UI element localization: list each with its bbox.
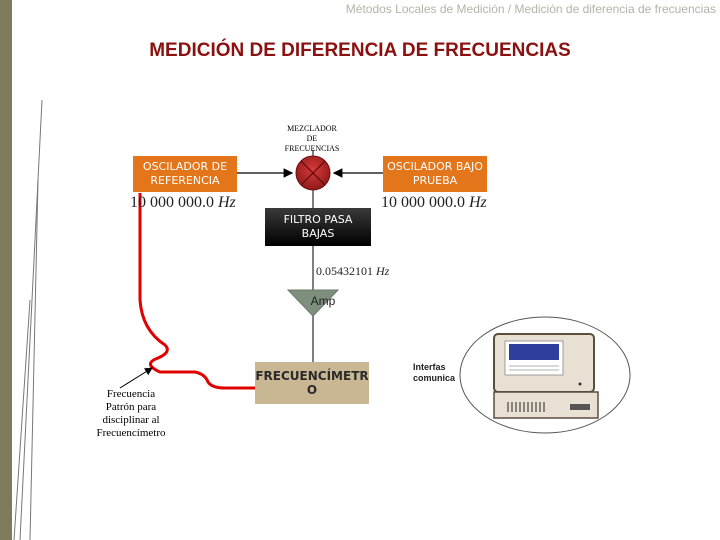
decorative-lines: [13, 99, 43, 540]
mixer-symbol: [295, 155, 331, 191]
note-line4: Frecuencímetro: [96, 427, 166, 439]
header-breadcrumb: Métodos Locales de Medición / Medición d…: [345, 2, 716, 16]
note-line1: Frecuencia: [106, 388, 156, 400]
test-freq-unit: Hz: [469, 194, 487, 211]
test-osc-line1: OSCILADOR BAJO: [387, 160, 483, 173]
filter-out-unit: Hz: [376, 264, 390, 278]
amplifier-label: Amp: [310, 294, 336, 308]
test-freq-value: 10 000 000.0: [381, 194, 465, 211]
counter-line1: FRECUENCÍMETR: [255, 369, 369, 383]
ref-osc-line2: REFERENCIA: [150, 174, 220, 187]
mixer-label-line2: DE: [306, 134, 318, 143]
filter-out-value: 0.05432101: [316, 264, 373, 278]
reference-note: Frecuencia Patrón para disciplinar al Fr…: [86, 388, 176, 440]
computer-icon: [493, 333, 599, 419]
test-frequency: 10 000 000.0 Hz: [381, 194, 487, 212]
ref-freq-value: 10 000 000.0: [130, 194, 214, 211]
filter-line2: BAJAS: [301, 227, 335, 240]
interface-line2: comunica: [413, 373, 456, 383]
frequency-counter-box: FRECUENCÍMETR O: [255, 362, 369, 404]
reference-signal-path: [138, 193, 258, 390]
test-osc-line2: PRUEBA: [412, 174, 458, 187]
mixer-label-line3: FRECUENCIAS: [284, 144, 340, 153]
test-oscillator-box: OSCILADOR BAJO PRUEBA: [383, 156, 487, 192]
interface-label: Interfas comunica: [413, 362, 455, 384]
reference-oscillator-box: OSCILADOR DE REFERENCIA: [133, 156, 237, 192]
mixer-label: MEZCLADOR DE FRECUENCIAS: [280, 124, 344, 154]
ref-osc-line1: OSCILADOR DE: [142, 160, 228, 173]
reference-frequency: 10 000 000.0 Hz: [130, 194, 236, 212]
note-arrow: [119, 367, 153, 389]
filter-output-frequency: 0.05432101 Hz: [316, 264, 389, 279]
ref-freq-unit: Hz: [218, 194, 236, 211]
filter-line1: FILTRO PASA: [283, 213, 353, 226]
lowpass-filter-box: FILTRO PASA BAJAS: [265, 208, 371, 246]
counter-line2: O: [306, 383, 318, 397]
note-line3: disciplinar al: [102, 414, 160, 426]
left-accent-bar: [0, 0, 12, 540]
mixer-label-line1: MEZCLADOR: [287, 124, 337, 133]
amplifier-symbol: [286, 289, 340, 317]
note-line2: Patrón para: [105, 401, 157, 413]
page-title: MEDICIÓN DE DIFERENCIA DE FRECUENCIAS: [149, 40, 571, 61]
interface-line1: Interfas: [413, 362, 446, 372]
